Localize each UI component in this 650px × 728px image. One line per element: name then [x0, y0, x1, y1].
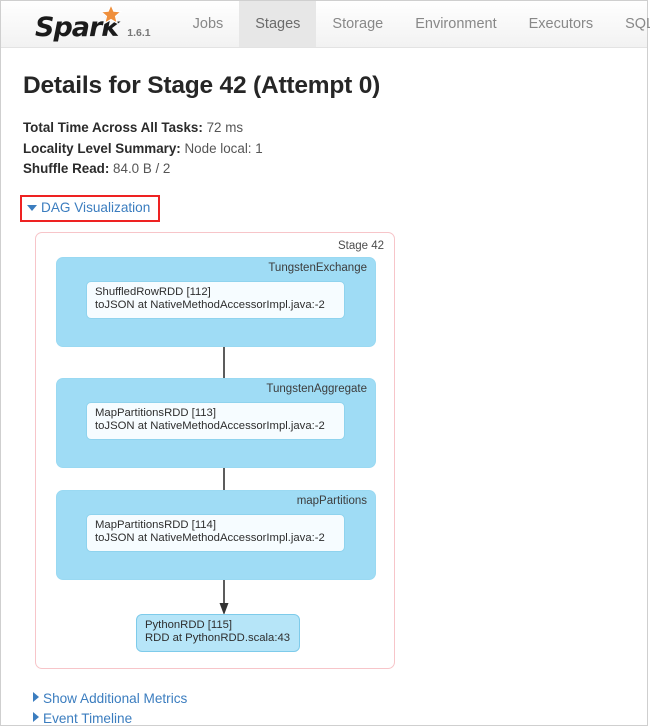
- dag-rdd-subtitle: RDD at PythonRDD.scala:43: [145, 632, 291, 644]
- spark-logo: Spark: [35, 3, 123, 43]
- dag-rdd-subtitle: toJSON at NativeMethodAccessorImpl.java:…: [95, 532, 325, 544]
- dag-stage-label: TungstenExchange: [268, 261, 367, 274]
- star-icon: [99, 3, 123, 25]
- dag-visualization-annotation: DAG Visualization: [20, 194, 161, 222]
- dag-stage-node[interactable]: TungstenAggregate MapPartitionsRDD [113]…: [56, 377, 376, 468]
- dag-rdd-subtitle: toJSON at NativeMethodAccessorImpl.java:…: [95, 420, 325, 432]
- summary-value: 72 ms: [206, 120, 244, 135]
- summary-label: Locality Level Summary:: [23, 140, 181, 156]
- caret-right-icon: [33, 691, 39, 702]
- summary-label: Total Time Across All Tasks:: [23, 120, 203, 135]
- show-additional-metrics-toggle[interactable]: Show Additional Metrics: [33, 691, 647, 706]
- dag-stage-label: TungstenAggregate: [266, 382, 367, 395]
- dag-final-rdd-node[interactable]: PythonRDD [115] RDD at PythonRDD.scala:4…: [136, 613, 300, 652]
- dag-visualization-label: DAG Visualization: [41, 199, 151, 215]
- nav-item-environment[interactable]: Environment: [415, 16, 497, 32]
- page-title: Details for Stage 42 (Attempt 0): [23, 72, 381, 99]
- main-content: Details for Stage 42 (Attempt 0) Total T…: [1, 48, 647, 726]
- summary-value: Node local: 1: [184, 140, 263, 156]
- caret-down-icon: [27, 204, 37, 211]
- navbar: Spark 1.6.1 Jobs Stages Storage Environm…: [1, 1, 650, 48]
- dag-stage-node[interactable]: mapPartitions MapPartitionsRDD [114] toJ…: [56, 489, 376, 580]
- nav-item-jobs[interactable]: Jobs: [192, 16, 224, 32]
- caret-right-icon: [33, 711, 39, 722]
- nav-items: Jobs Stages Storage Environment Executor…: [177, 1, 650, 47]
- nav-item-sql[interactable]: SQL: [625, 16, 650, 32]
- dag-visualization-panel: Stage 42 TungstenExchange ShuffledRowRDD…: [35, 231, 395, 669]
- dag-stage-label: mapPartitions: [296, 494, 367, 507]
- dag-visualization-toggle[interactable]: DAG Visualization: [27, 200, 150, 215]
- summary-item-locality: Locality Level Summary: Node local: 1: [23, 139, 647, 159]
- nav-item-storage[interactable]: Storage: [332, 16, 384, 32]
- dag-rdd-title: MapPartitionsRDD [114]: [95, 518, 216, 531]
- nav-item-stages[interactable]: Stages: [239, 1, 317, 47]
- dag-rdd-title: MapPartitionsRDD [113]: [95, 406, 216, 419]
- bottom-links: Show Additional Metrics Event Timeline: [33, 691, 647, 726]
- event-timeline-label: Event Timeline: [43, 710, 133, 726]
- summary-value: 84.0 B / 2: [113, 161, 171, 176]
- summary-item-shuffle-read: Shuffle Read: 84.0 B / 2: [23, 159, 647, 179]
- dag-rdd-node[interactable]: MapPartitionsRDD [113] toJSON at NativeM…: [86, 401, 345, 440]
- dag-rdd-node[interactable]: ShuffledRowRDD [112] toJSON at NativeMet…: [86, 280, 345, 319]
- dag-rdd-title: PythonRDD [115]: [145, 618, 233, 631]
- spark-version: 1.6.1: [127, 27, 151, 39]
- summary-item-total-time: Total Time Across All Tasks: 72 ms: [23, 118, 647, 138]
- dag-rdd-subtitle: toJSON at NativeMethodAccessorImpl.java:…: [95, 299, 325, 311]
- brand-logo[interactable]: Spark 1.6.1: [1, 1, 151, 47]
- spark-logo-text: Spark: [35, 12, 119, 43]
- dag-rdd-title: ShuffledRowRDD [112]: [95, 285, 211, 298]
- dag-rdd-node[interactable]: MapPartitionsRDD [114] toJSON at NativeM…: [86, 513, 345, 552]
- dag-stage-caption: Stage 42: [337, 239, 384, 252]
- nav-item-executors[interactable]: Executors: [528, 16, 594, 32]
- show-additional-metrics-label: Show Additional Metrics: [43, 690, 188, 706]
- summary-label: Shuffle Read:: [23, 161, 110, 176]
- stage-summary-list: Total Time Across All Tasks: 72 ms Local…: [23, 118, 647, 179]
- event-timeline-toggle[interactable]: Event Timeline: [33, 711, 647, 726]
- dag-stage-node[interactable]: TungstenExchange ShuffledRowRDD [112] to…: [56, 256, 376, 347]
